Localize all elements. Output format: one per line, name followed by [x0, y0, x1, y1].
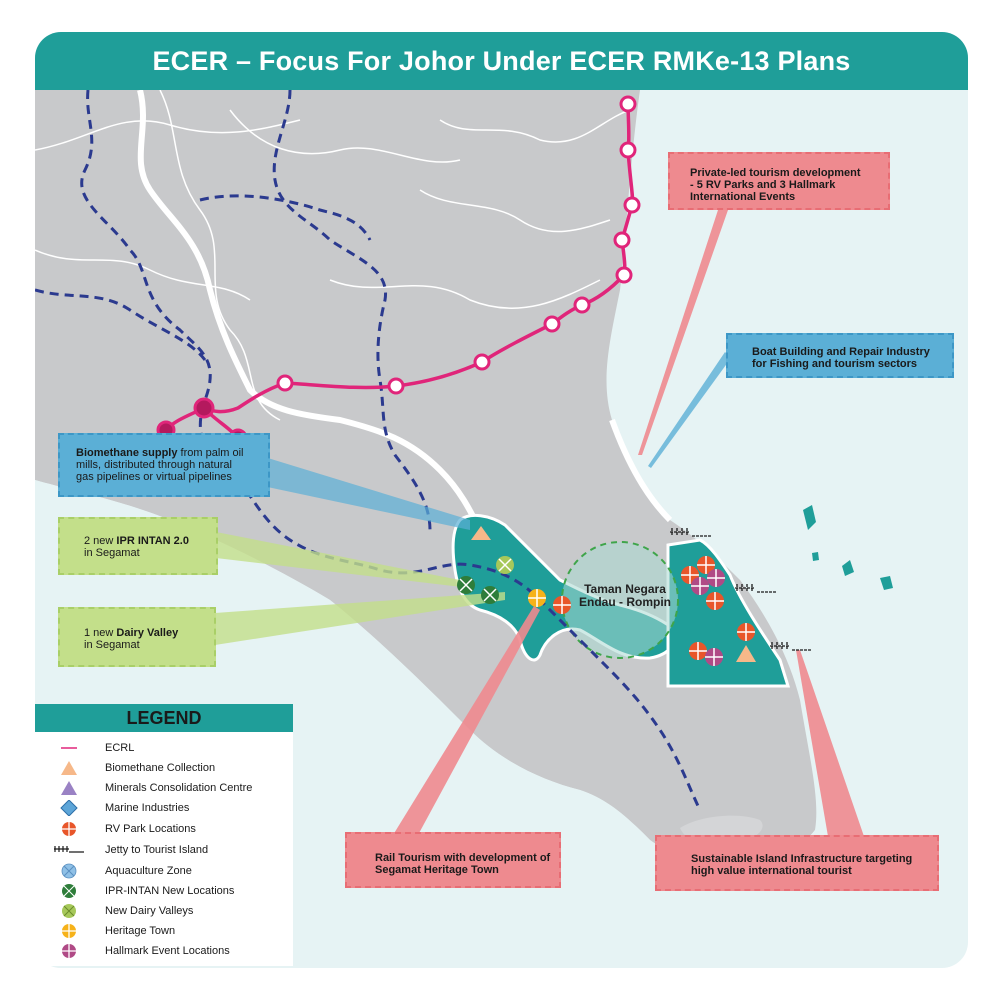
ecrl-stations [276, 95, 641, 395]
legend-label: New Dairy Valleys [105, 905, 194, 917]
callout-dairy-bold: Dairy Valley [116, 627, 179, 639]
minerals-triangle-icon [59, 780, 79, 796]
state-borders [35, 89, 631, 421]
callout-island-infra: Sustainable Island Infrastructure target… [655, 835, 939, 891]
hallmark-event-icon [59, 943, 79, 959]
callout-biomethane-line3: gas pipelines or virtual pipelines [76, 471, 232, 483]
legend-label: ECRL [105, 742, 135, 754]
ipr-beam [216, 532, 470, 588]
callout-dairy-line2: in Segamat [84, 639, 140, 651]
callout-boat-line1: Boat Building and Repair Industry [752, 346, 930, 358]
biomethane-beam [258, 455, 470, 530]
east-islands [803, 505, 893, 590]
aquaculture-icon [59, 863, 79, 879]
callout-ipr-prefix: 2 new [84, 535, 117, 547]
dairy-beam [215, 592, 505, 645]
ecrl-line-icon [59, 740, 79, 756]
legend-label: RV Park Locations [105, 823, 196, 835]
state-boundary [137, 89, 673, 532]
callout-rail-tourism: Rail Tourism with development of Segamat… [345, 832, 561, 888]
legend-panel: LEGEND ECRL Biomethane Collection Minera… [35, 704, 293, 966]
ipr-marker-2 [481, 586, 499, 604]
callout-ipr-line1: 2 new IPR INTAN 2.0 [84, 535, 210, 547]
jetty-markers [670, 528, 812, 651]
callout-boat-building: Boat Building and Repair Industry for Fi… [726, 333, 954, 378]
callout-biomethane-line1: Biomethane supply from palm oil [76, 447, 262, 459]
park-label: Taman Negara Endau - Rompin [570, 583, 680, 609]
callout-private-tourism-line1: Private-led tourism development [690, 167, 861, 179]
callout-ipr-line2: in Segamat [84, 547, 140, 559]
legend-item-rv-park: RV Park Locations [35, 821, 196, 837]
legend-label: Marine Industries [105, 802, 190, 814]
park-label-line1: Taman Negara [584, 582, 666, 596]
callout-island-line1: Sustainable Island Infrastructure target… [691, 853, 913, 865]
callout-boat-line2: for Fishing and tourism sectors [752, 358, 918, 370]
island-beam [796, 650, 868, 848]
callout-private-tourism: Private-led tourism development - 5 RV P… [668, 152, 890, 210]
boat-beam [648, 352, 731, 468]
legend-label: Minerals Consolidation Centre [105, 782, 253, 794]
gas-pipelines [35, 89, 702, 811]
callout-rail-line2: Segamat Heritage Town [375, 864, 499, 876]
callout-biomethane-text1: from palm oil [177, 447, 244, 459]
dairy-valley-marker [496, 556, 514, 574]
mersing-markers [681, 556, 756, 666]
legend-item-aquaculture: Aquaculture Zone [35, 863, 192, 879]
legend-item-hallmark: Hallmark Event Locations [35, 943, 230, 959]
legend-item-jetty: Jetty to Tourist Island [35, 842, 208, 858]
dairy-valley-icon [59, 903, 79, 919]
callout-rail-line1: Rail Tourism with development of [375, 852, 551, 864]
legend-label: Jetty to Tourist Island [105, 844, 209, 856]
callout-island-line2: high value international tourist [691, 865, 852, 877]
rv-marker-segamat [553, 596, 571, 614]
park-label-line2: Endau - Rompin [579, 595, 671, 609]
marine-diamond-icon [59, 800, 79, 816]
biomethane-triangle-icon [59, 760, 79, 776]
callout-ipr-bold: IPR INTAN 2.0 [116, 535, 189, 547]
legend-item-heritage: Heritage Town [35, 923, 175, 939]
legend-item-marine: Marine Industries [35, 800, 189, 816]
callout-biomethane-bold: Biomethane supply [76, 447, 178, 459]
callout-biomethane: Biomethane supply from palm oil mills, d… [58, 433, 270, 497]
legend-item-dairy: New Dairy Valleys [35, 903, 193, 919]
legend-label: Heritage Town [105, 925, 176, 937]
land-mass [35, 90, 817, 860]
legend-item-ecrl: ECRL [35, 740, 134, 756]
legend-item-biomethane: Biomethane Collection [35, 760, 215, 776]
callout-dairy-line1: 1 new Dairy Valley [84, 627, 208, 639]
callout-biomethane-line2: mills, distributed through natural [76, 459, 232, 471]
callout-private-tourism-line2: - 5 RV Parks and 3 Hallmark [690, 179, 836, 191]
heritage-town-icon [59, 923, 79, 939]
rail-beam [393, 606, 540, 835]
ipr-marker-1 [457, 576, 475, 594]
mersing-region [666, 538, 791, 688]
legend-item-ipr: IPR-INTAN New Locations [35, 883, 234, 899]
legend-item-minerals: Minerals Consolidation Centre [35, 780, 252, 796]
legend-label: Hallmark Event Locations [105, 945, 230, 957]
biomethane-marker [471, 526, 491, 540]
callout-ipr-intan: 2 new IPR INTAN 2.0 in Segamat [58, 517, 218, 575]
jetty-icon [53, 842, 85, 858]
segamat-markers [457, 526, 571, 614]
legend-label: IPR-INTAN New Locations [105, 885, 235, 897]
heritage-marker [528, 589, 546, 607]
ipr-intan-icon [59, 883, 79, 899]
callout-dairy-valley: 1 new Dairy Valley in Segamat [58, 607, 216, 667]
legend-heading: LEGEND [35, 704, 293, 732]
legend-label: Biomethane Collection [105, 762, 216, 774]
legend-label: Aquaculture Zone [105, 865, 192, 877]
rv-park-icon [59, 821, 79, 837]
tourism-beam [638, 210, 728, 455]
page-title: ECER – Focus For Johor Under ECER RMKe-1… [35, 32, 968, 90]
callout-dairy-prefix: 1 new [84, 627, 117, 639]
callout-private-tourism-line3: International Events [690, 191, 796, 203]
